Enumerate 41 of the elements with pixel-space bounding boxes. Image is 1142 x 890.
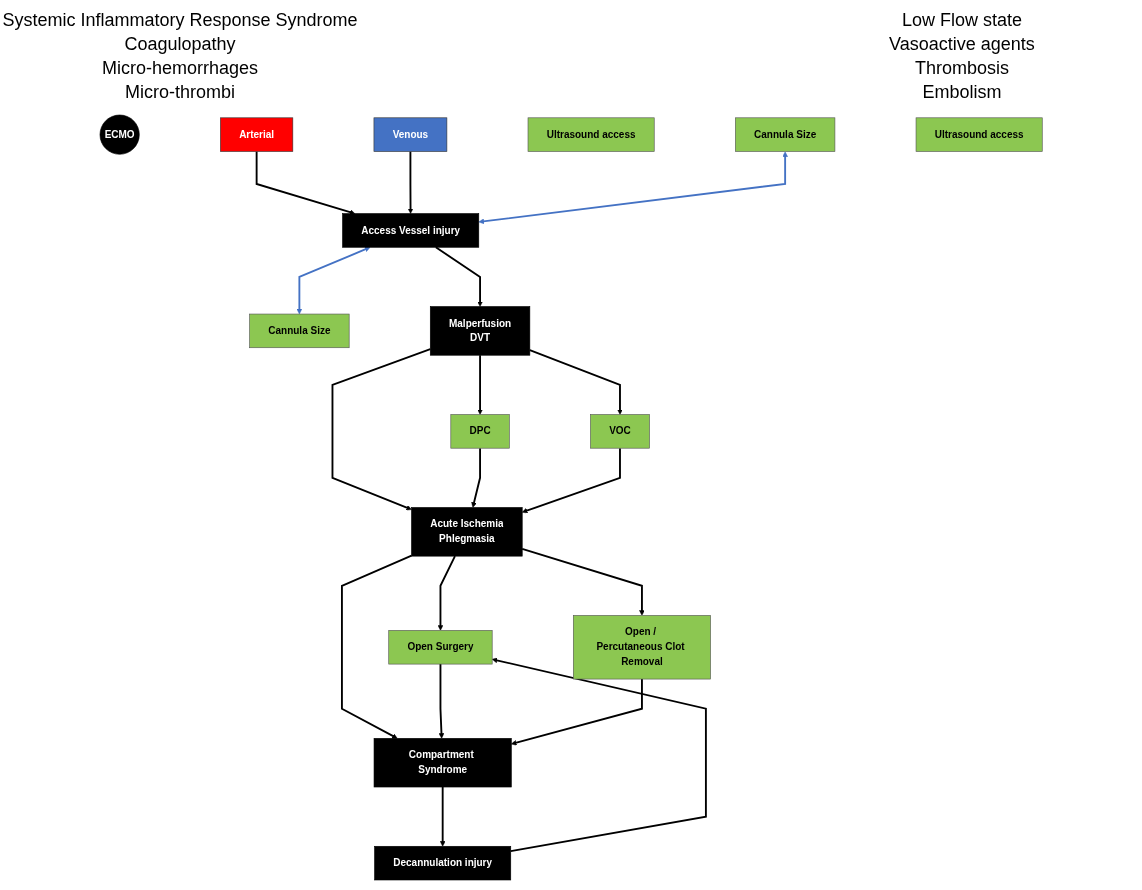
node-box: Ultrasound access <box>915 117 1043 152</box>
node-box: Open Surgery <box>388 630 493 665</box>
arrow <box>528 349 623 415</box>
node-box: Ultrasound access <box>527 117 655 152</box>
node-circle: ECMO <box>99 114 140 155</box>
node-box: Venous <box>373 117 448 152</box>
arrow <box>477 354 483 415</box>
node-box: Decannulation injury <box>374 846 511 881</box>
node-box: DPC <box>450 414 510 449</box>
arrow <box>340 554 413 739</box>
node-box: Open / Percutaneous Clot Removal <box>572 615 711 680</box>
node-box: Compartment Syndrome <box>373 738 512 788</box>
note-text: Systemic Inflammatory Response Syndrome <box>2 9 358 32</box>
arrow <box>491 657 707 853</box>
arrow <box>471 447 481 508</box>
note-text: Vasoactive agents <box>889 33 1035 56</box>
arrow <box>478 151 788 225</box>
node-box: Acute Ischemia Phlegmasia <box>411 507 523 557</box>
arrow <box>296 246 371 315</box>
note-text: Thrombosis <box>915 57 1009 80</box>
arrow <box>437 555 456 631</box>
node-box: VOC <box>590 414 650 449</box>
arrow <box>255 150 355 215</box>
arrow <box>439 786 446 847</box>
node-box: Arterial <box>220 117 293 152</box>
node-box: Access Vessel injury <box>342 213 479 248</box>
arrow <box>434 246 483 307</box>
arrow <box>407 150 414 214</box>
note-text: Micro-thrombi <box>125 81 235 104</box>
node-box: Cannula Size <box>249 313 350 349</box>
node-box: Cannula Size <box>734 117 836 152</box>
arrow <box>438 663 445 739</box>
arrow <box>521 447 621 514</box>
node-box: Malperfusion DVT <box>429 306 531 356</box>
note-text: Micro-hemorrhages <box>101 57 259 80</box>
note-text: Embolism <box>922 81 1002 104</box>
note-text: Low Flow state <box>901 9 1023 32</box>
arrow <box>331 348 432 511</box>
note-text: Coagulopathy <box>124 33 236 56</box>
arrow <box>521 547 645 616</box>
arrow <box>510 678 643 746</box>
